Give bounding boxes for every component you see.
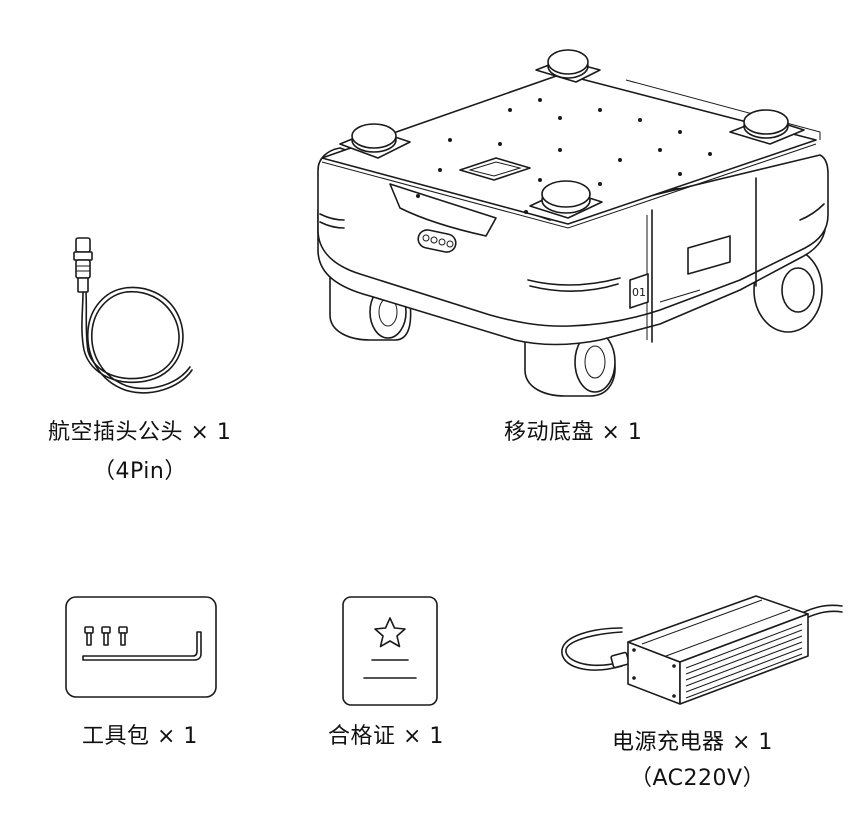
- charger-spec-label: （AC220V）: [630, 766, 766, 791]
- tool-kit-icon: [65, 596, 217, 698]
- charger-name-label: 电源充电器 × 1: [612, 730, 773, 755]
- certificate-icon: [342, 596, 438, 706]
- charger-icon: [560, 592, 844, 710]
- aviation-connector-icon: [50, 230, 210, 410]
- star-icon: [374, 617, 406, 648]
- robot-chassis-icon: 01: [300, 40, 840, 400]
- certificate-name-label: 合格证 × 1: [328, 724, 444, 749]
- connector-name-label: 航空插头公头 × 1: [48, 420, 232, 445]
- chassis-badge-text: 01: [632, 286, 646, 299]
- chassis-name-label: 移动底盘 × 1: [504, 420, 643, 445]
- connector-spec-label: （4Pin）: [93, 459, 187, 484]
- toolkit-name-label: 工具包 × 1: [82, 724, 198, 749]
